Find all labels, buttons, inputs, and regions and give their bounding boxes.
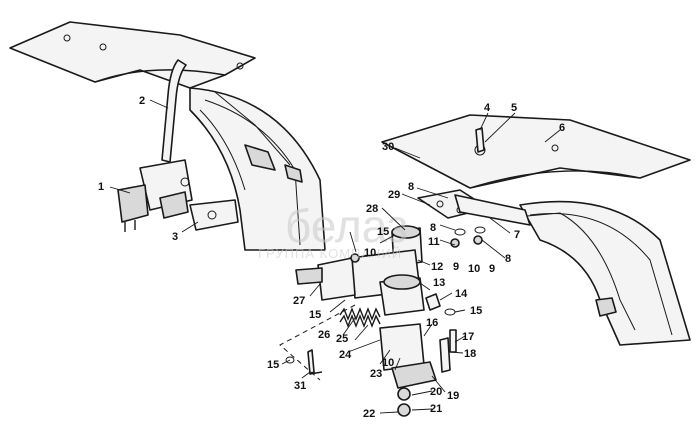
callout-15c: 15 [267,359,279,371]
callout-10a: 10 [364,247,376,259]
callout-15a: 15 [309,309,321,321]
right-fender-icon [381,114,691,346]
callout-11: 11 [428,236,440,248]
callout-24: 24 [339,349,352,361]
callout-8b: 8 [430,222,436,234]
callout-8a: 8 [408,181,414,193]
callout-19: 19 [447,390,459,402]
callout-9b: 9 [489,263,495,275]
callout-21: 21 [430,403,442,415]
pivot-column-icon [349,225,425,316]
callout-15d: 15 [377,226,389,238]
callout-5: 5 [511,102,517,114]
callout-17: 17 [462,331,474,343]
callout-20: 20 [430,386,442,398]
washer-icon [285,226,486,364]
callout-18: 18 [464,348,476,360]
callout-16: 16 [426,317,438,329]
callout-27: 27 [293,295,305,307]
callout-4: 4 [484,102,491,114]
watermark-subtitle: ГРУППА КОМПАНИЙ [258,246,402,261]
callout-3: 3 [172,231,178,243]
bracket-icon [117,159,239,232]
callout-8c: 8 [505,253,511,265]
callout-25: 25 [336,333,348,345]
mount-bracket-icon [295,257,356,301]
callout-7: 7 [514,229,520,241]
spring-icon [339,307,381,328]
left-fender-icon [9,21,326,251]
callout-9a: 9 [453,261,459,273]
callout-31: 31 [294,380,306,392]
watermark-brand: белаз [285,200,408,252]
callout-23: 23 [370,368,382,380]
callout-14: 14 [455,288,468,300]
callout-22: 22 [363,408,375,420]
callout-10b: 10 [468,263,480,275]
callout-10c: 10 [382,357,394,369]
nut-icon [350,235,483,417]
callouts: 1 2 3 4 5 6 7 8 8 8 9 9 10 10 10 11 12 1… [98,95,565,420]
leader-lines [109,99,561,414]
callout-1: 1 [98,181,104,193]
callout-12: 12 [431,261,443,273]
callout-26: 26 [318,329,330,341]
callout-6: 6 [559,122,565,134]
lower-bracket-icon [379,323,451,389]
callout-29: 29 [388,189,400,201]
callout-13: 13 [433,277,445,289]
hinge-plate-icon [417,189,531,226]
callout-28: 28 [366,203,378,215]
watermark: белаз ГРУППА КОМПАНИЙ [258,200,408,261]
bolt-icon [307,127,485,375]
callout-15b: 15 [470,305,482,317]
callout-2: 2 [139,95,145,107]
callout-30: 30 [382,141,394,153]
